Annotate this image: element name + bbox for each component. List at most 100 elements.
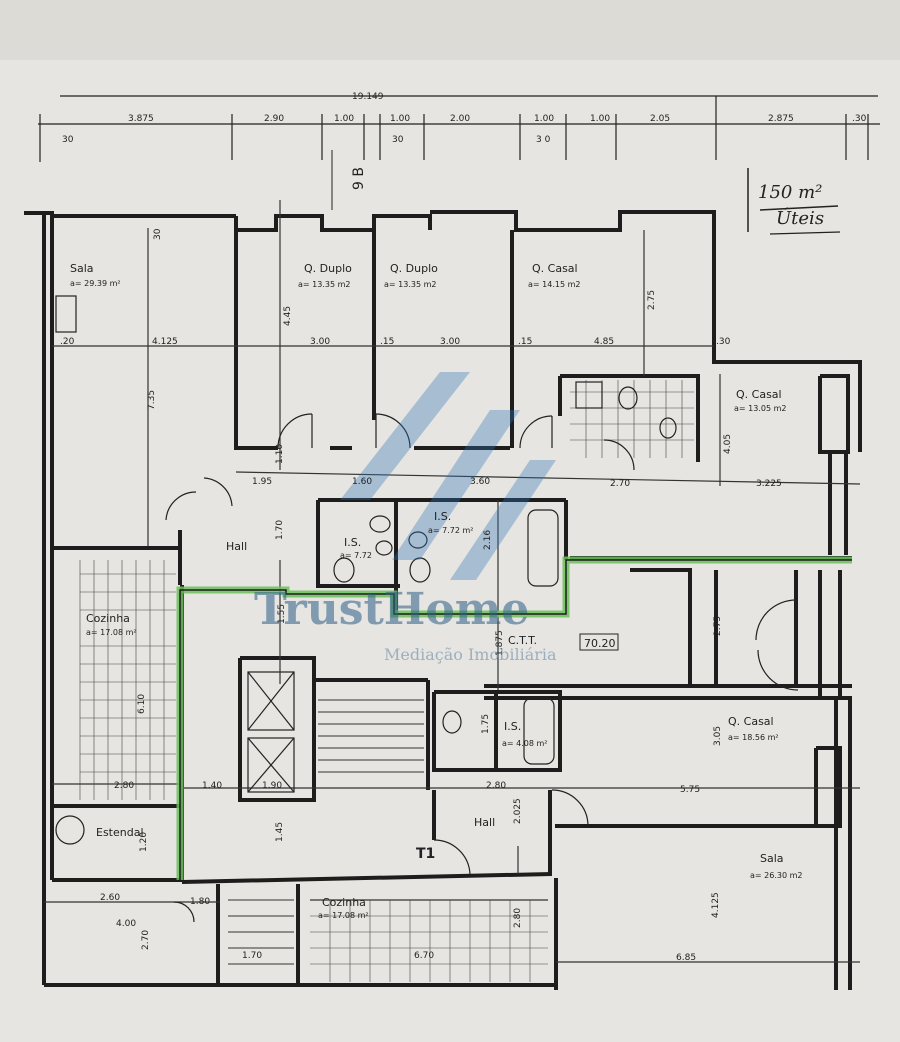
dim-6: .15 xyxy=(380,337,394,347)
top-dimension-lines xyxy=(38,95,880,162)
dim-24: 6.10 xyxy=(137,694,147,714)
dim-40: 2.70 xyxy=(141,930,151,950)
room-area-qcasal-3: a= 18.56 m² xyxy=(728,733,779,742)
dim-18: 4.05 xyxy=(723,434,733,454)
dim-37: 2.60 xyxy=(100,893,120,903)
room-label-qcasal-1: Q. Casal xyxy=(532,262,578,275)
watermark-brand: TrustHome xyxy=(254,584,529,635)
dim-39: 1.80 xyxy=(190,897,210,907)
dim-top-4: 1.00 xyxy=(390,114,410,124)
dim-25: 2.80 xyxy=(114,781,134,791)
room-label-cozinha-1: Cozinha xyxy=(86,612,130,625)
door-swings xyxy=(165,413,799,923)
dim-44: 1.10 xyxy=(275,444,285,464)
room-area-is-1: a= 7.72 m² xyxy=(428,526,474,535)
room-label-estendal: Estendal xyxy=(96,826,144,839)
dim-top-1: 3.875 xyxy=(128,114,154,124)
kitchen-tiles-bottom xyxy=(310,900,548,982)
dim-26: 1.40 xyxy=(202,781,222,791)
room-label-sala-1: Sala xyxy=(70,262,94,275)
dim-1: 4.125 xyxy=(152,337,178,347)
dim-23: 2.75 xyxy=(713,616,723,636)
room-label-hall-2: Hall xyxy=(474,816,495,829)
handwritten-usage: Úteis xyxy=(776,206,824,229)
room-label-qcasal-3: Q. Casal xyxy=(728,715,774,728)
dim-34: 1.20 xyxy=(139,832,149,852)
dim-10: 4.45 xyxy=(283,306,293,326)
bathroom-fixtures xyxy=(55,295,677,845)
room-label-is-1: I.S. xyxy=(434,510,451,523)
dim-38: 4.00 xyxy=(116,919,136,929)
room-area-qduplo-2: a= 13.35 m2 xyxy=(384,280,436,289)
dim-21: 1.55 xyxy=(277,604,287,624)
lift-shafts xyxy=(247,671,295,793)
dim-5: 3.00 xyxy=(310,337,330,347)
dim-15: 3.60 xyxy=(470,477,490,487)
room-area-sala-2: a= 26.30 m2 xyxy=(750,871,802,880)
dim-top-6: 1.00 xyxy=(534,114,554,124)
room-label-ctt: C.T.T. xyxy=(508,634,537,647)
dim-top-8: 2.05 xyxy=(650,114,670,124)
dim-top-3: 1.00 xyxy=(334,114,354,124)
dim-31: 3.05 xyxy=(713,726,723,746)
room-area-cozinha-2: a= 17.08 m² xyxy=(318,911,369,920)
room-area-sala-1: a= 29.39 m² xyxy=(70,279,121,288)
dim-8: .15 xyxy=(518,337,532,347)
room-area-qcasal-2: a= 13.05 m2 xyxy=(734,404,786,413)
room-area-is-3: a= 4.08 m² xyxy=(502,739,548,748)
handwritten-note: 150 m² Úteis xyxy=(747,168,841,235)
dim-22: 1.875 xyxy=(495,630,505,656)
dim-9: 4.85 xyxy=(594,337,614,347)
dim-16: 2.70 xyxy=(610,479,630,489)
dim-43: 2.80 xyxy=(513,908,523,928)
dim-28: 1.45 xyxy=(275,822,285,842)
dim-42: 6.70 xyxy=(414,951,434,961)
dim-4: .20 xyxy=(60,337,75,347)
dim-19: 1.70 xyxy=(275,520,285,540)
dim-3: 30 xyxy=(153,228,163,240)
room-area-qcasal-1: a= 14.15 m2 xyxy=(528,280,580,289)
dim-41: 1.70 xyxy=(242,951,262,961)
dim-top-5: 2.00 xyxy=(450,114,470,124)
kitchen-tiles-left xyxy=(79,560,176,800)
unit-label-t1: T1 xyxy=(416,846,435,862)
room-area-is-2: a= 7.72 xyxy=(340,551,372,560)
room-label-qcasal-2: Q. Casal xyxy=(736,388,782,401)
dim-top-12: 30 xyxy=(392,135,404,145)
dim-2: 7.35 xyxy=(147,390,157,410)
dim-11: 2.75 xyxy=(647,290,657,310)
dim-14: 1.60 xyxy=(352,477,372,487)
dim-13: 1.95 xyxy=(252,477,272,487)
room-label-qduplo-2: Q. Duplo xyxy=(390,262,438,275)
handwritten-area: 150 m² xyxy=(758,182,822,203)
interior-lines xyxy=(44,200,861,963)
building-label: 9 B xyxy=(351,167,367,190)
dim-17: 3.225 xyxy=(756,479,782,489)
dim-top-overall: 19.149 xyxy=(352,92,384,102)
dim-top-10: 30 xyxy=(62,135,74,145)
stairs xyxy=(228,699,424,965)
watermark-logo xyxy=(340,372,556,580)
room-label-7020: 70.20 xyxy=(584,637,616,650)
dim-top-11: .30 xyxy=(852,114,867,124)
dim-33: 2.80 xyxy=(486,781,506,791)
dim-top-13: 3 0 xyxy=(536,135,551,145)
dim-35: 4.125 xyxy=(711,892,721,918)
room-label-cozinha-2: Cozinha xyxy=(322,896,366,909)
room-area-cozinha-1: a= 17.08 m² xyxy=(86,628,137,637)
room-label-sala-2: Sala xyxy=(760,852,784,865)
dim-top-9: 2.875 xyxy=(768,114,794,124)
dim-20: 2.16 xyxy=(483,530,493,550)
dim-top-2: 2.90 xyxy=(264,114,284,124)
dim-12: .30 xyxy=(716,337,731,347)
dim-27: 1.90 xyxy=(262,781,282,791)
dim-top-7: 1.00 xyxy=(590,114,610,124)
room-label-qduplo-1: Q. Duplo xyxy=(304,262,352,275)
dim-7: 3.00 xyxy=(440,337,460,347)
room-label-hall-1: Hall xyxy=(226,540,247,553)
room-label-is-2: I.S. xyxy=(344,536,361,549)
room-area-qduplo-1: a= 13.35 m2 xyxy=(298,280,350,289)
dim-36: 6.85 xyxy=(676,953,696,963)
dim-30: 5.75 xyxy=(680,785,700,795)
